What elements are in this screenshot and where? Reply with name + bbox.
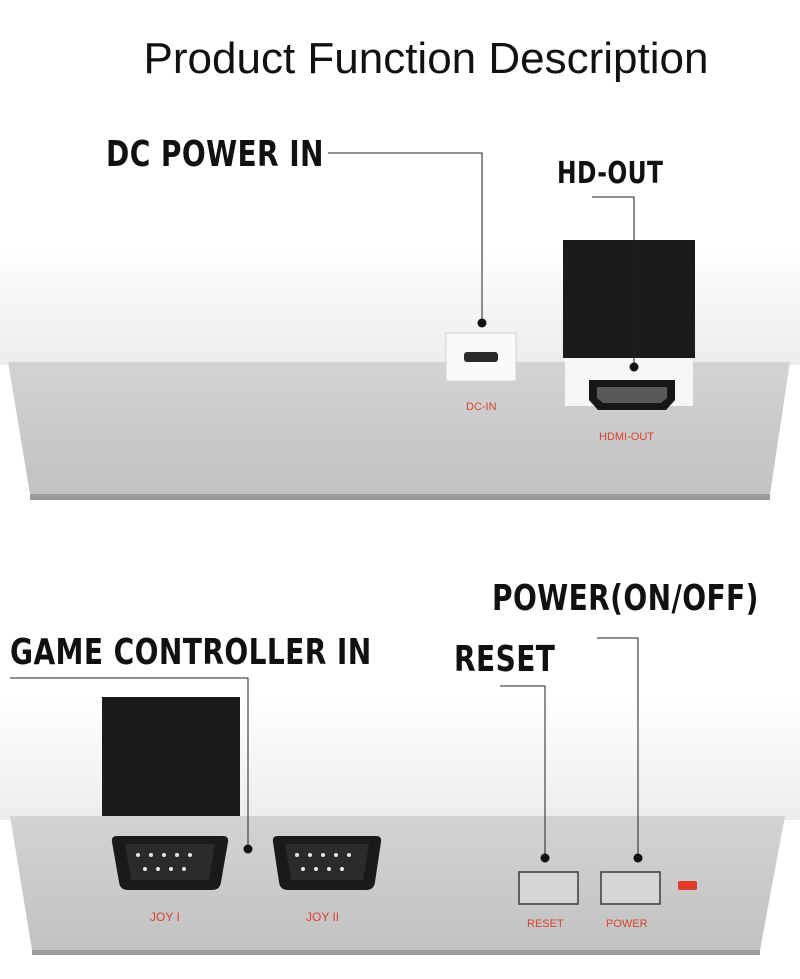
power-button[interactable]	[600, 871, 661, 905]
console-bottom-edge	[30, 494, 770, 500]
power-on-off-label: POWER(ON/OFF)	[492, 578, 759, 619]
page-title: Product Function Description	[143, 34, 709, 83]
power-text: POWER	[606, 918, 648, 930]
console-front-bottom	[0, 697, 800, 955]
hd-out-label: HD-OUT	[557, 156, 664, 191]
joy-2-text: JOY II	[306, 910, 340, 924]
game-controller-leader-line	[10, 677, 249, 847]
console-bottom-edge-2	[32, 950, 760, 955]
hdmi-port-inner	[597, 387, 667, 403]
dc-power-in-label: DC POWER IN	[106, 134, 324, 175]
joy-2-port	[272, 836, 382, 890]
joy-1-port	[111, 836, 229, 890]
game-controller-in-label: GAME CONTROLLER IN	[10, 632, 372, 673]
cartridge-block	[563, 240, 695, 358]
power-led	[678, 881, 697, 890]
reset-label: RESET	[454, 639, 556, 680]
power-leader-line	[597, 637, 639, 857]
reset-leader-line	[500, 685, 546, 856]
console-rear-top	[0, 240, 800, 500]
hd-out-leader-line	[592, 196, 635, 366]
game-controller-leader-dot	[243, 844, 253, 854]
power-leader-dot	[633, 853, 643, 863]
dc-in-text: DC-IN	[466, 401, 497, 413]
hdmi-out-text: HDMI-OUT	[599, 431, 654, 443]
dc-power-leader-dot	[477, 318, 487, 328]
micro-usb-port	[464, 352, 498, 362]
dc-power-leader-line	[328, 152, 483, 322]
reset-button[interactable]	[518, 871, 579, 905]
reset-leader-dot	[540, 853, 550, 863]
cartridge-block-2	[102, 697, 240, 817]
reset-text: RESET	[527, 918, 564, 930]
hd-out-leader-dot	[629, 362, 639, 372]
joy-1-text: JOY I	[150, 910, 180, 924]
